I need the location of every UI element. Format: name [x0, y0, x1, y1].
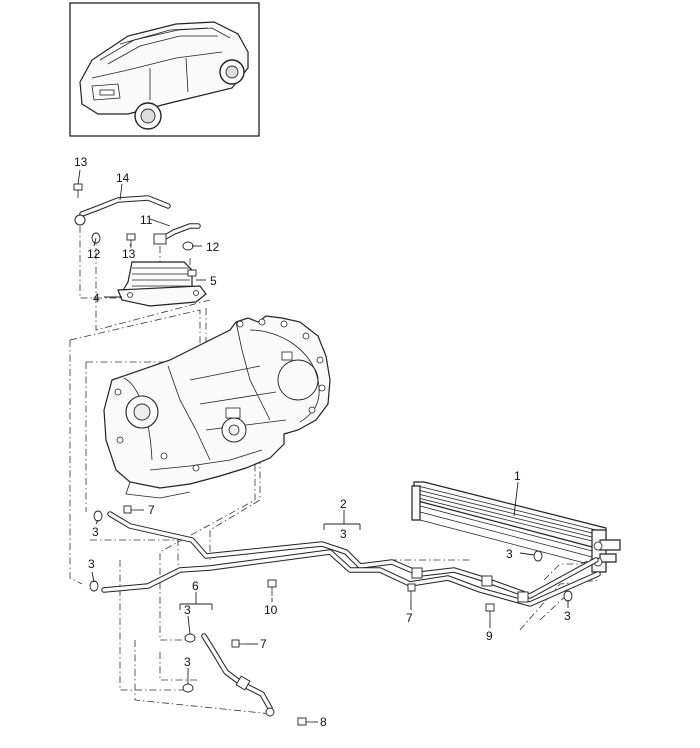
reference-lines: [69, 226, 601, 715]
heat-exchanger: [117, 261, 207, 307]
callout-14: 14: [116, 171, 130, 185]
transmission-housing: [103, 315, 331, 499]
callout-1: 1: [514, 469, 521, 483]
callout-13-mid: 13: [122, 247, 136, 261]
leader-lines: [77, 169, 569, 723]
callout-3-right: 3: [564, 609, 571, 623]
callout-3-lower: 3: [184, 655, 191, 669]
callout-7-lower: 7: [260, 637, 267, 651]
callout-11: 11: [140, 213, 153, 227]
callout-3-cooler: 3: [506, 547, 513, 561]
callout-3-group-bottom: 3: [184, 603, 191, 617]
vehicle-thumbnail: [69, 2, 260, 137]
callout-5: 5: [210, 274, 217, 288]
callout-6: 6: [192, 579, 199, 593]
callout-12-right: 12: [206, 240, 220, 254]
callout-13-top: 13: [74, 155, 88, 169]
callout-7-top: 7: [148, 503, 155, 517]
callout-9: 9: [486, 629, 493, 643]
callout-4: 4: [93, 291, 100, 305]
callouts: 13 14 11 12 13 12 5 4 1 2 3 7 3 3 3 6 10…: [74, 155, 571, 729]
coolant-hose-14: [74, 195, 171, 226]
callout-2: 2: [340, 497, 347, 511]
callout-10: 10: [264, 603, 278, 617]
oil-lines: [101, 511, 601, 711]
callout-8: 8: [320, 715, 327, 729]
callout-12-left: 12: [87, 247, 101, 261]
callout-7-middle: 7: [406, 611, 413, 625]
callout-3-upper-left: 3: [92, 525, 99, 539]
oil-cooler: [411, 481, 621, 573]
suv-illustration: [79, 21, 249, 130]
callout-3-mid-left: 3: [88, 557, 95, 571]
bolts-and-seals: [73, 183, 573, 726]
coolant-pipe-11: [153, 223, 201, 245]
callout-3-group-top: 3: [340, 527, 347, 541]
